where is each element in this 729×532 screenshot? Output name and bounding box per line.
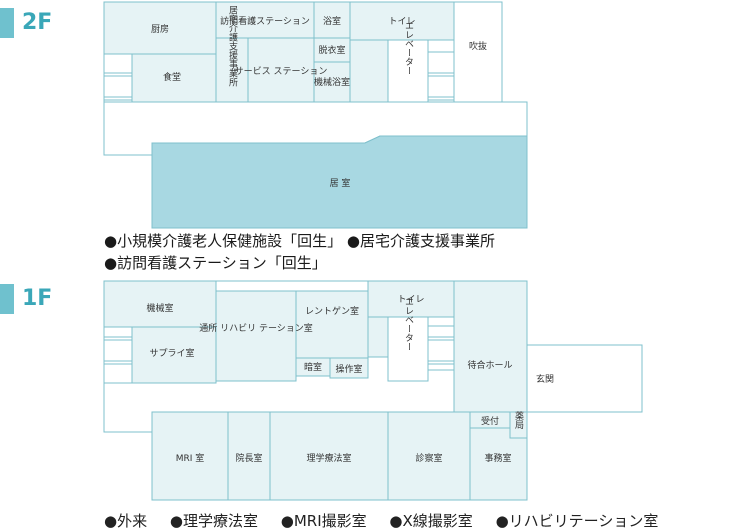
room-visit-nursing [215,1,315,39]
floor-1f-legend: ●外来 ●理学療法室 ●MRI撮影室 ●X線撮影室 ●リハビリテーション室 [104,511,658,531]
stairs-left [103,53,133,103]
floor-1f-badge [0,284,14,314]
room-control [329,357,369,379]
label-kitchen: 厨房 [151,23,169,35]
label-supply: サプライ室 [149,347,194,359]
label-machine-room: 機械室 [146,302,173,314]
legend-outpatient: ●外来 [104,512,148,530]
label-toilet-2f: トイレ [388,17,415,27]
label-reception: 受付 [481,415,499,427]
room-home-care [215,37,249,103]
room-atrium [453,1,503,103]
label-darkroom: 暗室 [304,361,322,373]
room-director [227,411,271,501]
label-director: 院長室 [235,452,262,464]
room-mri [151,411,229,501]
legend-rehab: ●リハビリテーション室 [495,512,659,530]
label-entrance: 玄関 [536,373,554,385]
floor-2f-plan [103,1,528,229]
label-dining: 食堂 [163,71,181,83]
stairs-right-1f [427,325,455,371]
label-mri: MRI 室 [176,452,205,464]
label-exam: 診察室 [415,452,442,464]
stairs-right-2f [427,51,455,103]
legend-xray: ●X線撮影室 [389,512,473,530]
label-waiting-hall: 待合ホール [467,359,512,371]
room-entrance [526,344,643,413]
label-machine-bath: 機械浴室 [314,76,350,88]
legend-mri: ●MRI撮影室 [280,512,367,530]
label-living: 居 室 [330,177,351,189]
room-elevator-2f [387,39,429,103]
label-xray: レントゲン室 [305,305,359,317]
floor-1f-plan [103,280,643,501]
floor-2f-description-2: ●訪問看護ステーション「回生」 [104,254,327,272]
label-toilet-1f: トイレ [397,295,424,305]
floor-2f-label: 2F [22,10,53,35]
label-bath: 浴室 [323,15,341,27]
floor-1f-label: 1F [22,286,53,311]
room-service-station [247,37,315,103]
room-office [469,427,528,501]
room-waiting-hall [453,280,528,413]
room-kitchen [103,1,217,55]
label-home-care: 居宅介護支援事業所 [227,5,238,87]
label-control: 操作室 [335,363,362,375]
label-pt: 理学療法室 [306,452,351,464]
floor-2f-badge [0,8,14,38]
label-elevator-1f: エレベーター [403,297,414,351]
label-pharmacy: 薬局 [513,410,524,430]
room-exam [387,411,471,501]
floor-2f-description-1: ●小規模介護老人保健施設「回生」 ●居宅介護支援事業所 [104,232,495,250]
room-bath [313,1,351,39]
room-machine-bath [313,61,351,103]
room-living [151,135,528,229]
label-dressing: 脱衣室 [318,44,345,56]
stairs-left-1f [103,326,133,384]
label-outpatient-rehab: 通所 リハビリ テーション室 [199,322,313,334]
room-xray [295,290,369,359]
room-toilet-2f [349,1,455,41]
label-atrium: 吹抜 [469,40,487,52]
label-visit-nursing: 訪問看護ステーション [220,15,310,27]
label-service-station: サービス ステーション [235,66,328,77]
room-pt [269,411,389,501]
legend-pt: ●理学療法室 [169,512,258,530]
label-office: 事務室 [484,452,511,464]
label-elevator-2f: エレベーター [403,21,414,75]
room-outpatient-rehab [215,290,297,382]
